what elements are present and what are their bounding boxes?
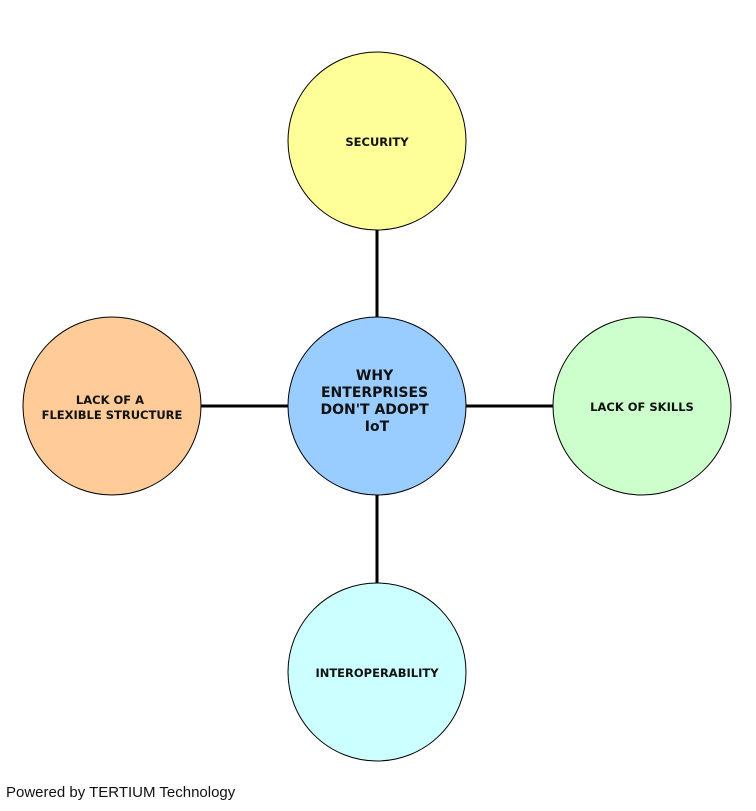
node-bottom-label: INTEROPERABILITY — [315, 666, 439, 680]
center-node-circle — [287, 316, 467, 496]
center-label-line-3: DON'T ADOPT — [321, 402, 430, 418]
powered-by-footer: Powered by TERTIUM Technology — [6, 784, 236, 801]
node-bottom: INTEROPERABILITY — [287, 582, 467, 762]
node-left-label: LACK OF A FLEXIBLE STRUCTURE — [42, 393, 183, 422]
node-left-circle — [22, 316, 202, 496]
node-bottom-label-line: INTEROPERABILITY — [315, 666, 439, 680]
center-label-line-1: WHY — [356, 368, 394, 384]
node-top-label-line: SECURITY — [345, 135, 409, 149]
node-right-label: LACK OF SKILLS — [590, 400, 694, 414]
node-left-label-line-1: LACK OF A — [76, 393, 144, 407]
node-bottom-circle — [287, 582, 467, 762]
node-right-label-line: LACK OF SKILLS — [590, 400, 694, 414]
center-label-line-2: ENTERPRISES — [321, 385, 428, 401]
node-right-circle — [552, 316, 732, 496]
node-left-label-line-2: FLEXIBLE STRUCTURE — [42, 408, 183, 422]
center-label-line-4: IoT — [365, 419, 390, 435]
node-right: LACK OF SKILLS — [552, 316, 732, 496]
node-left: LACK OF A FLEXIBLE STRUCTURE — [22, 316, 202, 496]
center-node-label: WHY ENTERPRISES DON'T ADOPT IoT — [321, 368, 434, 435]
node-top: SECURITY — [287, 51, 467, 231]
node-top-circle — [287, 51, 467, 231]
node-top-label: SECURITY — [345, 135, 409, 149]
center-node: WHY ENTERPRISES DON'T ADOPT IoT — [287, 316, 467, 496]
